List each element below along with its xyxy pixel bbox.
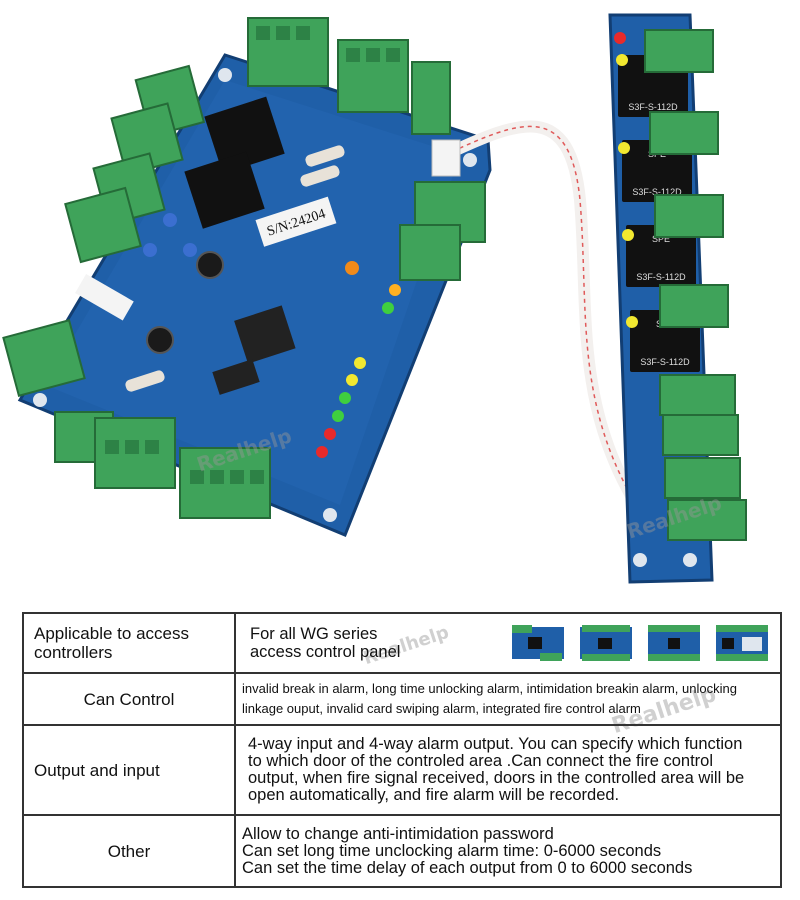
value-line: Allow to change anti-intimidation passwo… <box>242 824 554 843</box>
value-line: linkage ouput, invalid card swiping alar… <box>242 701 641 716</box>
table-row: Applicable to access controllers For all… <box>22 612 782 674</box>
table-row: Can Control invalid break in alarm, long… <box>22 672 782 726</box>
value-line: output, when fire signal received, doors… <box>248 769 745 787</box>
controller-thumbnail <box>716 625 768 661</box>
svg-text:S3F-S-112D: S3F-S-112D <box>640 357 690 367</box>
value-line: 4-way input and 4-way alarm output. You … <box>248 735 743 753</box>
value-line: For all WG series <box>250 625 378 643</box>
value-line: Can set the time delay of each output fr… <box>242 858 693 877</box>
controller-thumbnail <box>648 625 700 661</box>
row-label: Applicable to access controllers <box>22 612 236 674</box>
main-controller-board: S/N:24204 <box>17 53 492 537</box>
table-row: Output and input 4-way input and 4-way a… <box>22 724 782 816</box>
value-line: to which door of the controled area .Can… <box>248 752 714 770</box>
svg-text:S3F-S-112D: S3F-S-112D <box>628 102 678 112</box>
svg-text:SPE: SPE <box>652 234 670 244</box>
value-line: open automatically, and fire alarm will … <box>248 786 620 804</box>
row-label: Can Control <box>22 672 236 726</box>
svg-text:S3F-S-112D: S3F-S-112D <box>632 187 682 197</box>
controller-thumbnail <box>512 625 564 661</box>
row-label: Other <box>22 814 236 888</box>
controller-thumbnail <box>580 625 632 661</box>
svg-text:S3F-S-112D: S3F-S-112D <box>636 272 686 282</box>
row-label: Output and input <box>22 724 236 816</box>
spec-table: Applicable to access controllers For all… <box>22 612 782 888</box>
row-value: invalid break in alarm, long time unlock… <box>234 672 782 726</box>
row-value: Allow to change anti-intimidation passwo… <box>234 814 782 888</box>
value-line: invalid break in alarm, long time unlock… <box>242 681 737 696</box>
expansion-board: SPE S3F-S-112D SPE S3F-S-112D SPE S3F-S-… <box>608 13 747 584</box>
value-line: Can set long time unclocking alarm time:… <box>242 841 662 860</box>
controller-thumbnails <box>510 623 770 663</box>
row-value: 4-way input and 4-way alarm output. You … <box>234 724 782 816</box>
product-photo: S/N:24204 <box>2 13 747 584</box>
value-line: access control panel <box>250 643 401 661</box>
table-row: Other Allow to change anti-intimidation … <box>22 814 782 888</box>
row-value: For all WG series access control panel <box>234 612 782 674</box>
